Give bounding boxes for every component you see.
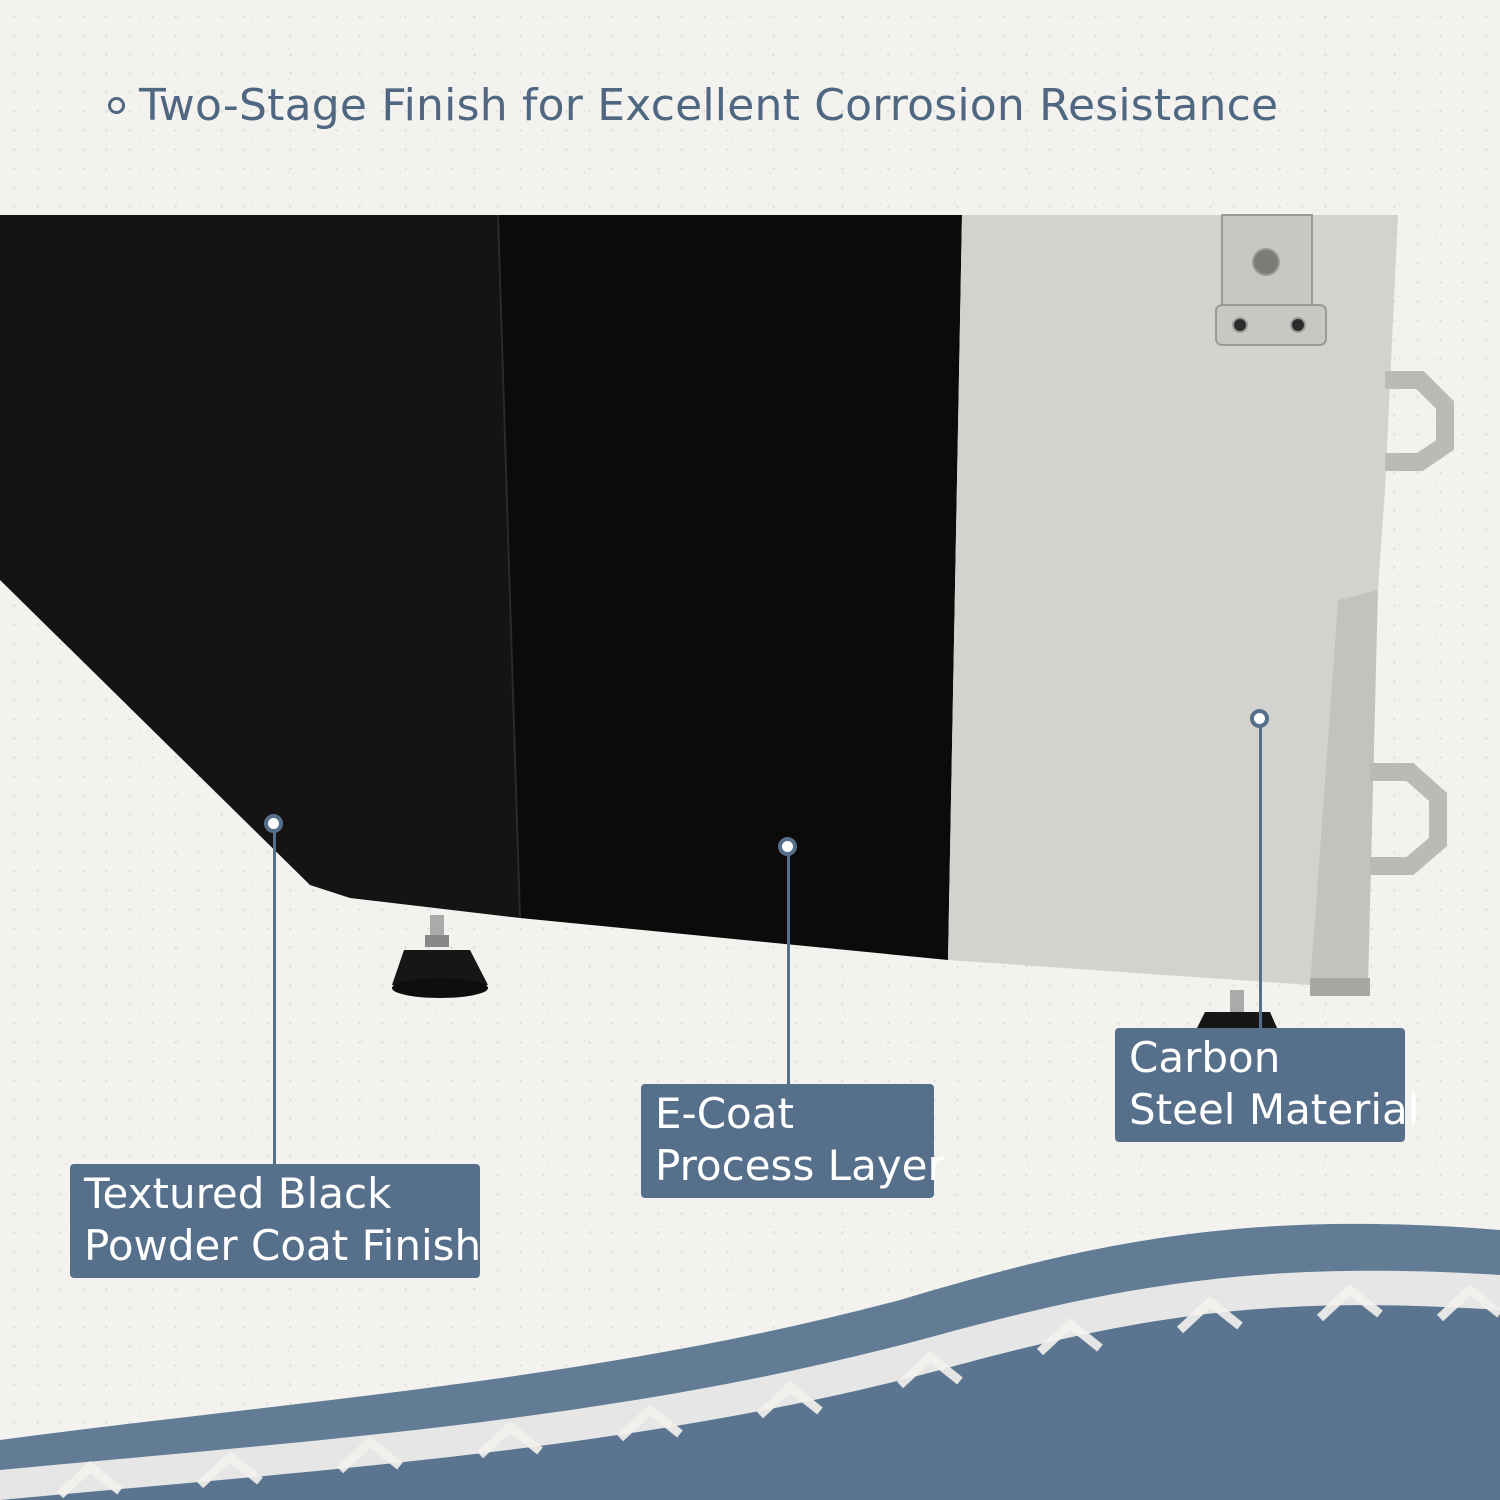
ecoat-leader-line bbox=[787, 855, 790, 1085]
carbon-steel-callout-line2: Steel Material bbox=[1129, 1085, 1420, 1134]
leveling-foot-right bbox=[1196, 990, 1278, 1030]
leveling-foot-left bbox=[392, 915, 488, 998]
powder-coat-panel bbox=[0, 215, 520, 918]
carbon-steel-panel bbox=[948, 215, 1398, 985]
side-handle-upper bbox=[1385, 371, 1454, 471]
tire-tread-graphic bbox=[0, 1223, 1500, 1500]
carbon-steel-callout-line1: Carbon bbox=[1129, 1033, 1281, 1082]
powder-coat-callout-line1: Textured Black bbox=[84, 1169, 392, 1218]
carbon-steel-marker-dot bbox=[1250, 709, 1269, 728]
side-handle-lower bbox=[1370, 763, 1447, 875]
hinge-bracket bbox=[1215, 214, 1327, 346]
ecoat-callout-line2: Process Layer bbox=[655, 1141, 945, 1190]
headline-text: Two-Stage Finish for Excellent Corrosion… bbox=[139, 80, 1279, 131]
ecoat-callout: E-Coat Process Layer bbox=[641, 1084, 945, 1198]
powder-coat-leader-line bbox=[273, 824, 276, 1168]
ecoat-panel bbox=[498, 215, 962, 960]
headline-bullet-icon bbox=[108, 97, 125, 114]
ecoat-callout-line1: E-Coat bbox=[655, 1089, 794, 1138]
powder-coat-callout: Textured Black Powder Coat Finish bbox=[70, 1164, 482, 1278]
carbon-steel-leader-line bbox=[1259, 726, 1262, 1030]
carbon-steel-callout: Carbon Steel Material bbox=[1115, 1028, 1420, 1142]
powder-coat-marker-dot bbox=[264, 814, 283, 833]
headline: Two-Stage Finish for Excellent Corrosion… bbox=[108, 80, 1278, 131]
powder-coat-callout-line2: Powder Coat Finish bbox=[84, 1221, 482, 1270]
ecoat-marker-dot bbox=[778, 837, 797, 856]
